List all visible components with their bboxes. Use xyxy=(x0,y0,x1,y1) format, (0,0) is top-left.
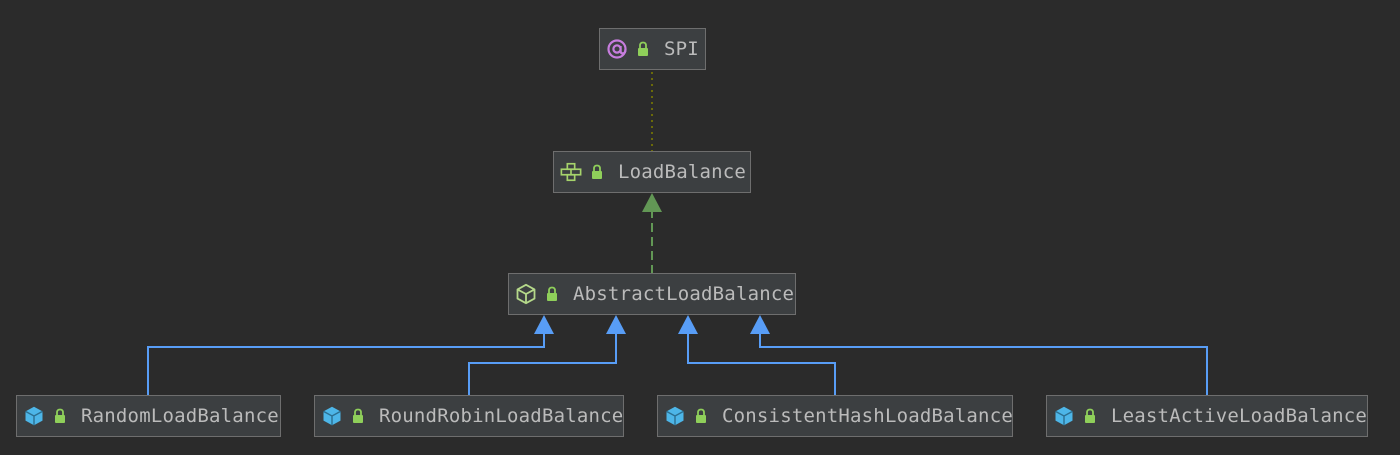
inherit-arrowhead-random xyxy=(534,315,554,334)
lock-icon xyxy=(590,163,604,181)
at-sign-icon xyxy=(606,38,628,60)
edge-consistenthash-abstract xyxy=(687,334,836,396)
node-consistenthashloadbalance[interactable]: ConsistentHashLoadBalance xyxy=(657,395,1013,437)
node-label: RoundRobinLoadBalance xyxy=(379,405,624,427)
node-label: LoadBalance xyxy=(618,161,747,183)
node-label: LeastActiveLoadBalance xyxy=(1111,405,1368,427)
lock-icon xyxy=(694,407,708,425)
class-icon xyxy=(321,405,343,427)
edge-leastactive-abstract xyxy=(759,334,1208,396)
node-randomloadbalance[interactable]: RandomLoadBalance xyxy=(16,395,281,437)
abstract-class-icon xyxy=(515,283,537,305)
lock-icon xyxy=(636,40,650,58)
class-icon xyxy=(664,405,686,427)
node-label: ConsistentHashLoadBalance xyxy=(722,405,1013,427)
lock-icon xyxy=(53,407,67,425)
interface-icon xyxy=(560,161,582,183)
node-abstractloadbalance[interactable]: AbstractLoadBalance xyxy=(508,273,796,315)
node-label: SPI xyxy=(664,38,699,60)
node-label: AbstractLoadBalance xyxy=(573,283,795,305)
implements-arrowhead xyxy=(642,193,662,212)
edge-roundrobin-abstract xyxy=(468,334,617,396)
node-loadbalance[interactable]: LoadBalance xyxy=(553,151,751,193)
node-spi[interactable]: SPI xyxy=(599,28,706,70)
node-roundrobinloadbalance[interactable]: RoundRobinLoadBalance xyxy=(314,395,624,437)
lock-icon xyxy=(545,285,559,303)
class-icon xyxy=(1053,405,1075,427)
lock-icon xyxy=(351,407,365,425)
lock-icon xyxy=(1083,407,1097,425)
node-label: RandomLoadBalance xyxy=(81,405,279,427)
edge-random-abstract xyxy=(147,334,545,396)
inherit-arrowhead-leastactive xyxy=(750,315,770,334)
inherit-arrowhead-roundrobin xyxy=(606,315,626,334)
node-leastactiveloadbalance[interactable]: LeastActiveLoadBalance xyxy=(1046,395,1368,437)
inherit-arrowhead-consistenthash xyxy=(678,315,698,334)
class-icon xyxy=(23,405,45,427)
